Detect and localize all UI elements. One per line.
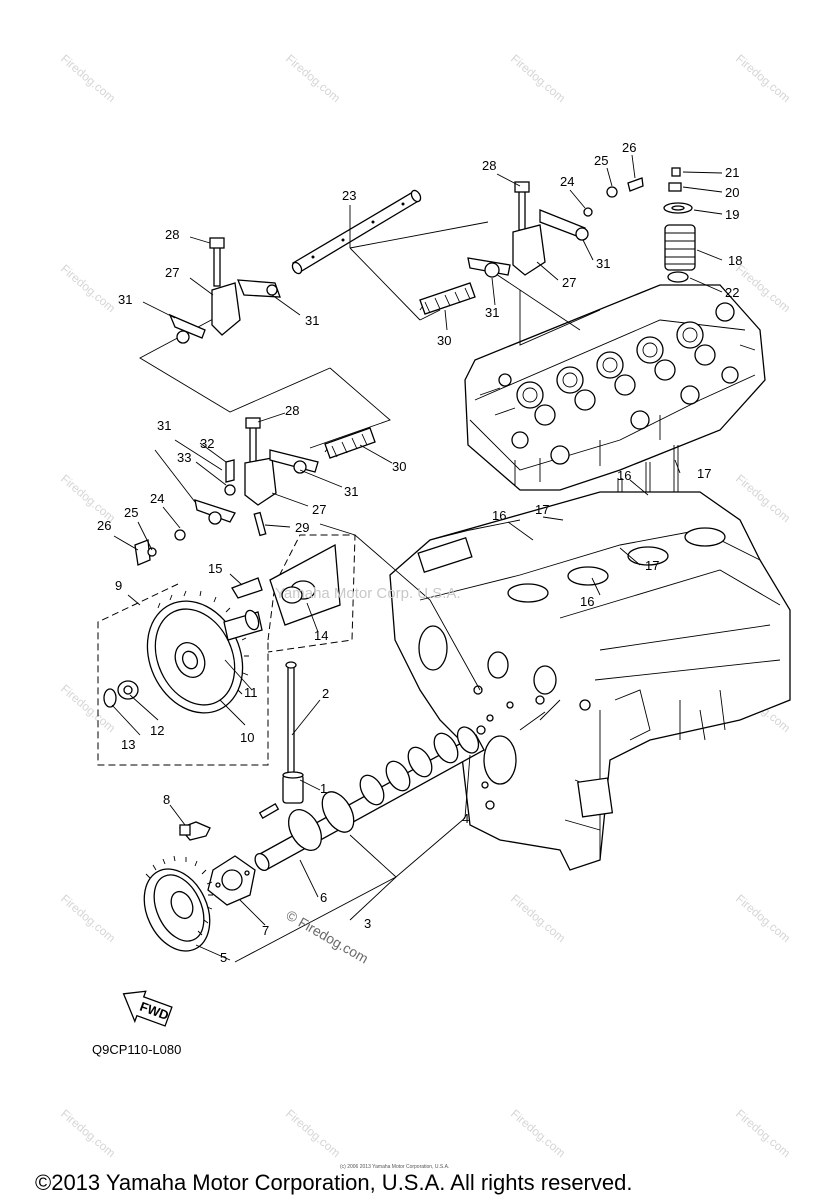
watermark: Firedog.com <box>733 892 793 946</box>
callout-7: 7 <box>262 923 269 938</box>
valve-spring-set <box>663 167 696 283</box>
callout-2: 2 <box>322 686 329 701</box>
fine-print: (c) 2006 2013 Yamaha Motor Corporation, … <box>340 1164 449 1170</box>
callout-3: 3 <box>364 916 371 931</box>
callout-30: 30 <box>392 459 406 474</box>
diagram-code: Q9CP110-L080 <box>92 1042 181 1057</box>
callout-15: 15 <box>208 561 222 576</box>
callout-17: 17 <box>697 466 711 481</box>
callout-22: 22 <box>725 285 739 300</box>
callout-1: 1 <box>320 781 327 796</box>
callout-24: 24 <box>150 491 164 506</box>
callout-18: 18 <box>728 253 742 268</box>
callout-31: 31 <box>157 418 171 433</box>
watermark: Firedog.com <box>733 1107 793 1161</box>
callout-28: 28 <box>482 158 496 173</box>
watermark: Firedog.com <box>58 52 118 106</box>
callout-17: 17 <box>645 558 659 573</box>
callout-21: 21 <box>725 165 739 180</box>
callout-31: 31 <box>118 292 132 307</box>
callout-4: 4 <box>462 811 469 826</box>
callout-27: 27 <box>562 275 576 290</box>
callout-20: 20 <box>725 185 739 200</box>
callout-5: 5 <box>220 950 227 965</box>
leader-lines <box>111 154 723 963</box>
rocker-assembly-upper-right <box>467 177 644 278</box>
firedog-watermark: © Firedog.com <box>284 907 372 967</box>
callout-numbers: 28 26 25 24 21 20 19 18 22 23 28 27 31 3… <box>97 140 742 965</box>
watermark: Firedog.com <box>283 1107 343 1161</box>
callout-31: 31 <box>485 305 499 320</box>
callout-17: 17 <box>535 502 549 517</box>
callout-28: 28 <box>165 227 179 242</box>
spring-30-upper <box>419 282 476 315</box>
callout-11: 11 <box>244 685 258 700</box>
thrust-plate <box>207 855 256 906</box>
fwd-arrow: FWD <box>122 990 173 1027</box>
callout-30: 30 <box>437 333 451 348</box>
copyright-notice: ©2013 Yamaha Motor Corporation, U.S.A. A… <box>35 1170 632 1195</box>
callout-23: 23 <box>342 188 356 203</box>
watermark: Firedog.com <box>508 1107 568 1161</box>
yamaha-watermark: Yamaha Motor Corp. U.S.A. <box>275 585 461 602</box>
callout-6: 6 <box>320 890 327 905</box>
callout-31: 31 <box>596 256 610 271</box>
callout-33: 33 <box>177 450 191 465</box>
watermark: Firedog.com <box>733 52 793 106</box>
callout-9: 9 <box>115 578 122 593</box>
callout-24: 24 <box>560 174 574 189</box>
bolt-8 <box>178 821 211 841</box>
rocker-assembly-upper-left <box>168 237 281 344</box>
engine-block <box>389 491 791 871</box>
rocker-assembly-middle <box>134 417 376 566</box>
camshaft <box>254 701 514 872</box>
callout-16: 16 <box>492 508 506 523</box>
callout-19: 19 <box>725 207 739 222</box>
callout-32: 32 <box>200 436 214 451</box>
callout-31: 31 <box>305 313 319 328</box>
callout-16: 16 <box>617 468 631 483</box>
cylinder-head <box>464 284 766 491</box>
rocker-shaft <box>291 189 422 275</box>
callout-14: 14 <box>314 628 328 643</box>
watermark: Firedog.com <box>58 262 118 316</box>
callout-31: 31 <box>344 484 358 499</box>
callout-8: 8 <box>163 792 170 807</box>
watermark: Firedog.com <box>508 52 568 106</box>
cam-gear-5 <box>143 855 213 952</box>
push-rod <box>282 661 304 804</box>
callout-27: 27 <box>165 265 179 280</box>
watermark: Firedog.com <box>508 892 568 946</box>
watermark: Firedog.com <box>58 892 118 946</box>
callout-25: 25 <box>124 505 138 520</box>
cam-gear-group <box>97 534 356 766</box>
callout-13: 13 <box>121 737 135 752</box>
callout-26: 26 <box>97 518 111 533</box>
callout-12: 12 <box>150 723 164 738</box>
watermark: Firedog.com <box>283 52 343 106</box>
watermark: Firedog.com <box>733 472 793 526</box>
callout-27: 27 <box>312 502 326 517</box>
callout-26: 26 <box>622 140 636 155</box>
callout-16: 16 <box>580 594 594 609</box>
callout-29: 29 <box>295 520 309 535</box>
callout-25: 25 <box>594 153 608 168</box>
callout-28: 28 <box>285 403 299 418</box>
watermark: Firedog.com <box>733 262 793 316</box>
watermark: Firedog.com <box>58 1107 118 1161</box>
callout-10: 10 <box>240 730 254 745</box>
